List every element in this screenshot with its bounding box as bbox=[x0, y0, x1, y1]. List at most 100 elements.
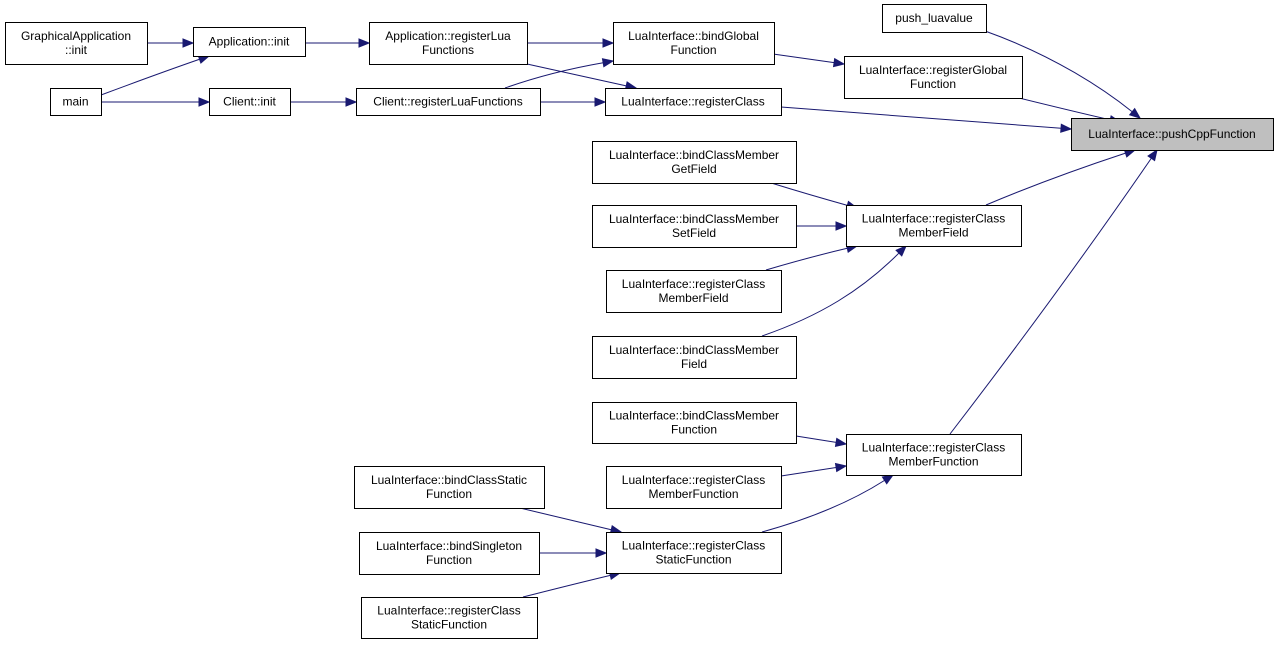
node-appInit[interactable]: Application::init bbox=[193, 27, 306, 57]
node-label-line: Function bbox=[671, 423, 717, 437]
node-box bbox=[592, 205, 797, 248]
edge-arrowhead bbox=[895, 245, 907, 257]
node-label-line: Field bbox=[681, 357, 707, 371]
node-label-line: Function bbox=[426, 553, 472, 567]
edge-arrowhead bbox=[345, 97, 358, 107]
edge-arrowhead bbox=[602, 38, 615, 48]
node-label-line: LuaInterface::bindGlobal bbox=[628, 29, 759, 43]
node-box bbox=[361, 597, 538, 639]
node-box bbox=[844, 56, 1023, 99]
edge-line bbox=[985, 152, 1126, 206]
edge-arrowhead bbox=[198, 97, 211, 107]
edge-bindCMField-to-regClassMemberField bbox=[761, 245, 907, 337]
node-box bbox=[606, 532, 782, 574]
edge-pushLuavalue-to-pushCpp bbox=[984, 30, 1142, 119]
node-label-line: push_luavalue bbox=[895, 11, 973, 25]
node-label-line: LuaInterface::bindSingleton bbox=[376, 539, 522, 553]
node-box bbox=[50, 88, 102, 116]
edge-line bbox=[765, 247, 848, 271]
node-regClassMemberFunction[interactable]: LuaInterface::registerClassMemberFunctio… bbox=[846, 434, 1022, 476]
node-box bbox=[613, 22, 775, 65]
node-regCMFunction2[interactable]: LuaInterface::registerClassMemberFunctio… bbox=[606, 466, 782, 509]
edge-arrowhead bbox=[881, 474, 895, 485]
edge-line bbox=[761, 252, 900, 337]
node-pushCpp[interactable]: LuaInterface::pushCppFunction bbox=[1071, 118, 1274, 151]
edge-arrowhead bbox=[835, 221, 848, 231]
edge-bindCMFunction-to-regClassMemberFunction bbox=[795, 435, 848, 448]
edge-line bbox=[100, 58, 200, 96]
node-regClass[interactable]: LuaInterface::registerClass bbox=[605, 88, 782, 116]
edge-line bbox=[780, 106, 1062, 129]
node-appRegLua[interactable]: Application::registerLuaFunctions bbox=[369, 22, 528, 65]
node-label-line: LuaInterface::registerGlobal bbox=[859, 63, 1007, 77]
node-regClassStaticFn[interactable]: LuaInterface::registerClassStaticFunctio… bbox=[606, 532, 782, 574]
edge-gfxAppInit-to-appInit bbox=[147, 38, 195, 48]
node-label-line: LuaInterface::registerClass bbox=[622, 539, 765, 553]
edge-line bbox=[767, 181, 848, 206]
edge-line bbox=[772, 53, 835, 64]
edge-bindGlobalFn-to-regGlobalFn bbox=[772, 53, 846, 68]
node-box bbox=[354, 466, 545, 509]
edge-clientInit-to-clientRegLua bbox=[290, 97, 358, 107]
node-box bbox=[1071, 118, 1274, 151]
node-label-line: LuaInterface::bindClassMember bbox=[609, 343, 779, 357]
edge-arrowhead bbox=[182, 38, 195, 48]
edge-regCMField2-to-regClassMemberField bbox=[765, 243, 859, 271]
edge-clientRegLua-to-regClass bbox=[540, 97, 607, 107]
edge-line bbox=[949, 157, 1152, 435]
edge-arrowhead bbox=[595, 548, 608, 558]
node-box bbox=[592, 336, 797, 379]
edge-line bbox=[519, 507, 612, 531]
edge-line bbox=[795, 435, 837, 443]
edge-arrowhead bbox=[832, 57, 846, 68]
node-label-line: ::init bbox=[65, 43, 88, 57]
edge-line bbox=[1014, 96, 1111, 121]
node-label-line: LuaInterface::registerClass bbox=[377, 604, 520, 618]
edge-arrowhead bbox=[1060, 123, 1073, 133]
edge-regCMFunction2-to-regClassMemberFunction bbox=[780, 462, 848, 477]
edge-bindCMSetField-to-regClassMemberField bbox=[796, 221, 848, 231]
node-label-line: MemberFunction bbox=[888, 455, 978, 469]
node-label-line: LuaInterface::registerClass bbox=[862, 441, 1005, 455]
edge-arrowhead bbox=[601, 58, 615, 68]
edge-regClassMemberFunction-to-pushCpp bbox=[949, 148, 1158, 435]
edge-main-to-clientInit bbox=[101, 97, 211, 107]
node-clientRegLua[interactable]: Client::registerLuaFunctions bbox=[356, 88, 541, 116]
node-label-line: LuaInterface::bindClassMember bbox=[609, 409, 779, 423]
node-label-line: Function bbox=[910, 77, 956, 91]
node-main[interactable]: main bbox=[50, 88, 102, 116]
edge-regClassMemberField-to-pushCpp bbox=[985, 148, 1137, 206]
edge-bindSingletonFn-to-regClassStaticFn bbox=[539, 548, 608, 558]
node-label-line: Application::registerLua bbox=[385, 29, 511, 43]
node-gfxAppInit[interactable]: GraphicalApplication::init bbox=[5, 22, 148, 65]
edge-arrowhead bbox=[1128, 107, 1142, 119]
edge-line bbox=[504, 62, 604, 89]
node-label-line: LuaInterface::pushCppFunction bbox=[1088, 127, 1255, 141]
node-label-line: LuaInterface::bindClassStatic bbox=[371, 473, 527, 487]
node-clientInit[interactable]: Client::init bbox=[209, 88, 291, 116]
edge-regClassStaticFn2-to-regClassStaticFn bbox=[522, 570, 622, 598]
node-label-line: Application::init bbox=[209, 35, 290, 49]
node-label-line: StaticFunction bbox=[655, 553, 731, 567]
node-regClassStaticFn2[interactable]: LuaInterface::registerClassStaticFunctio… bbox=[361, 597, 538, 639]
edge-appRegLua-to-regClass bbox=[526, 63, 638, 91]
node-label-line: MemberFunction bbox=[648, 487, 738, 501]
edge-arrowhead bbox=[358, 38, 371, 48]
edge-line bbox=[522, 574, 611, 598]
edge-arrowhead bbox=[1147, 148, 1158, 162]
node-pushLuavalue[interactable]: push_luavalue bbox=[882, 4, 987, 33]
node-label-line: LuaInterface::bindClassMember bbox=[609, 212, 779, 226]
node-box bbox=[846, 205, 1022, 247]
node-box bbox=[369, 22, 528, 65]
